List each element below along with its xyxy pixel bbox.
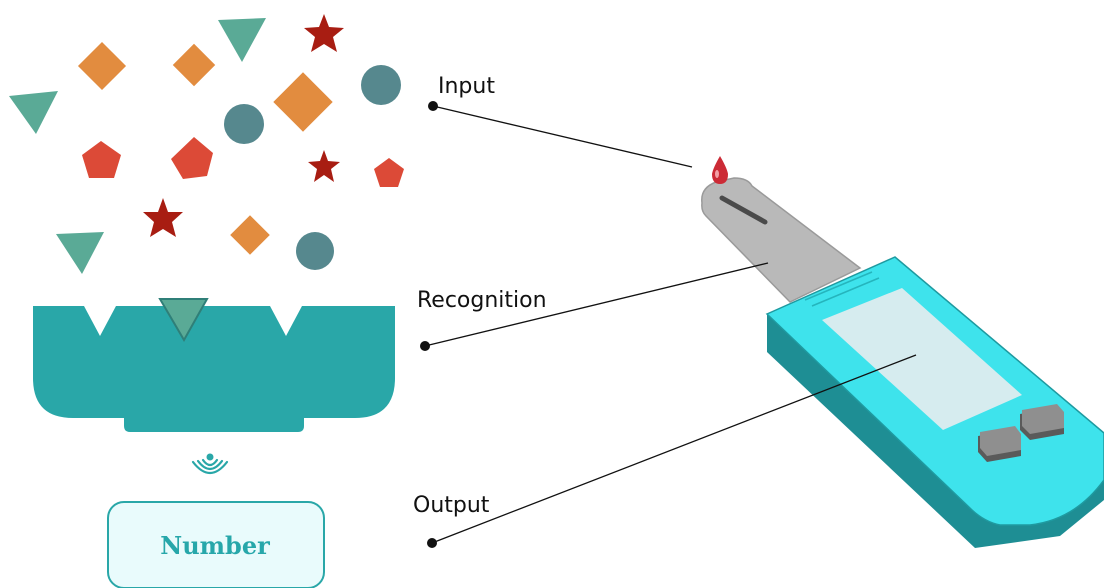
label-output: Output (413, 493, 490, 518)
green-triangle (56, 232, 104, 274)
leader-lines (424, 105, 917, 544)
orange-diamond (230, 215, 270, 255)
red-pentagon (82, 141, 121, 178)
device-vent-lines (804, 271, 880, 307)
orange-diamond (172, 43, 216, 87)
leader-line-recognition (424, 262, 769, 347)
green-triangle (9, 91, 58, 134)
output-number-text: Number (160, 531, 270, 560)
leader-dot-input (428, 101, 438, 111)
device-buttons (978, 404, 1064, 462)
slate-circle (224, 104, 264, 144)
output-number-box: Number (107, 501, 325, 588)
label-recognition: Recognition (417, 288, 547, 313)
analyte-shapes (9, 14, 404, 274)
leader-line-output (431, 354, 917, 544)
dark-red-star (304, 14, 344, 52)
wireless-signal-icon (191, 453, 229, 475)
red-pentagon (171, 137, 213, 179)
dark-red-star (308, 150, 340, 182)
label-input: Input (438, 74, 495, 99)
bound-analyte-triangle (158, 298, 209, 343)
leader-line-input (432, 105, 693, 168)
orange-diamond (273, 72, 333, 132)
glucometer-device (701, 177, 1104, 548)
green-triangle (218, 18, 266, 62)
receptor-body (33, 306, 395, 432)
leader-dot-output (427, 538, 437, 548)
receptor (33, 298, 395, 432)
slate-circle (361, 65, 401, 105)
slate-circle (296, 232, 334, 270)
test-strip (701, 177, 862, 303)
leader-dots (420, 101, 438, 548)
orange-diamond (77, 41, 127, 91)
blood-drop-icon (712, 156, 728, 184)
red-pentagon (374, 158, 404, 187)
device-screen (822, 288, 1022, 430)
dark-red-star (143, 198, 183, 237)
leader-dot-recognition (420, 341, 430, 351)
